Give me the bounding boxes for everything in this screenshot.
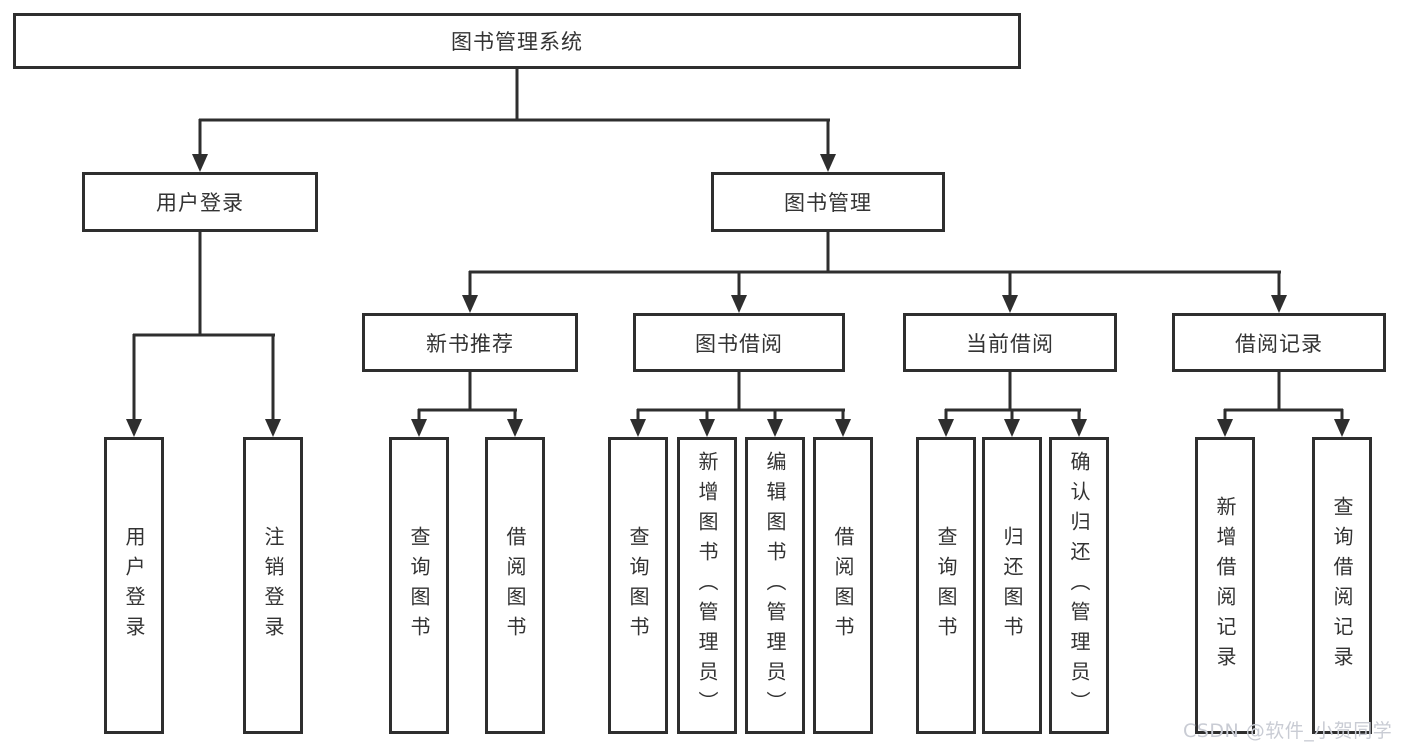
node-new-book-recommend: 新书推荐 <box>362 313 578 372</box>
node-label: 图书管理系统 <box>451 30 583 54</box>
node-label: 查询借阅记录 <box>1330 495 1354 676</box>
node-label: 图书管理 <box>784 191 872 215</box>
csdn-watermark: CSDN @软件_小贺同学 <box>1183 720 1393 742</box>
node-label: 查询图书 <box>407 525 431 646</box>
node-label: 新书推荐 <box>426 331 514 356</box>
leaf-borrow-books-recommend: 借阅图书 <box>485 437 545 734</box>
leaf-query-books-borrow: 查询图书 <box>608 437 668 734</box>
node-label: 注销登录 <box>261 525 285 646</box>
node-label: 新增图书（管理员） <box>695 450 719 721</box>
node-book-borrow: 图书借阅 <box>633 313 845 372</box>
leaf-confirm-return-admin: 确认归还（管理员） <box>1049 437 1109 734</box>
node-label: 查询图书 <box>626 525 650 646</box>
node-label: 当前借阅 <box>966 331 1054 356</box>
leaf-edit-books-admin: 编辑图书（管理员） <box>745 437 805 734</box>
leaf-logout-login: 注销登录 <box>243 437 303 734</box>
node-label: 用户登录 <box>122 525 146 646</box>
leaf-user-login: 用户登录 <box>104 437 164 734</box>
node-borrow-records: 借阅记录 <box>1172 313 1386 372</box>
node-label: 确认归还（管理员） <box>1067 450 1091 721</box>
leaf-query-books-current: 查询图书 <box>916 437 976 734</box>
node-label: 编辑图书（管理员） <box>763 450 787 721</box>
node-label: 归还图书 <box>1000 525 1024 646</box>
node-label: 借阅图书 <box>503 525 527 646</box>
node-label: 图书借阅 <box>695 331 783 356</box>
leaf-query-books-recommend: 查询图书 <box>389 437 449 734</box>
leaf-add-books-admin: 新增图书（管理员） <box>677 437 737 734</box>
node-label: 借阅记录 <box>1235 331 1323 356</box>
leaf-query-borrow-record: 查询借阅记录 <box>1312 437 1372 734</box>
node-label: 借阅图书 <box>831 525 855 646</box>
leaf-return-books: 归还图书 <box>982 437 1042 734</box>
node-current-borrow: 当前借阅 <box>903 313 1117 372</box>
node-label: 用户登录 <box>156 191 244 215</box>
node-book-management: 图书管理 <box>711 172 945 232</box>
node-user-login: 用户登录 <box>82 172 318 232</box>
node-library-management-system: 图书管理系统 <box>13 13 1021 69</box>
leaf-add-borrow-record: 新增借阅记录 <box>1195 437 1255 734</box>
leaf-borrow-books: 借阅图书 <box>813 437 873 734</box>
node-label: 查询图书 <box>934 525 958 646</box>
node-label: 新增借阅记录 <box>1213 495 1237 676</box>
